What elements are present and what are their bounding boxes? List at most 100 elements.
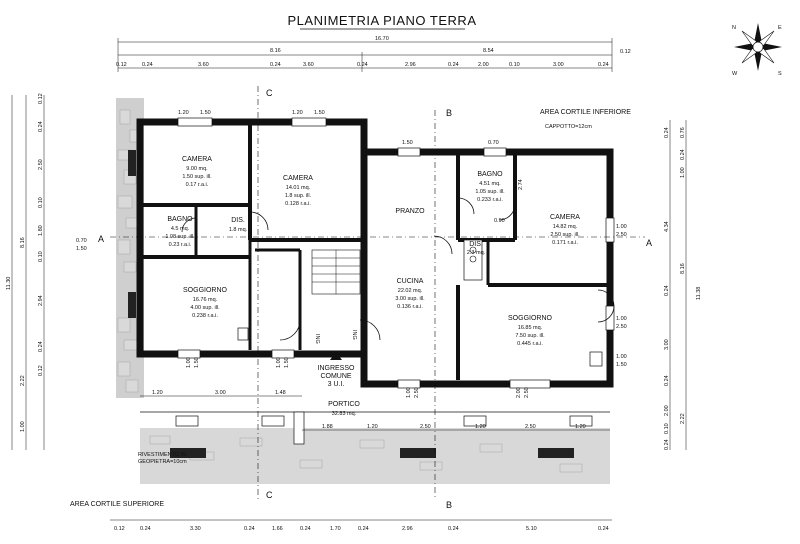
dim-portico2-5: 1.20 xyxy=(575,424,586,430)
room-name: DIS. xyxy=(469,241,483,248)
dim-win-20: 1.00 xyxy=(616,354,627,360)
dim-top-end: 0.12 xyxy=(620,49,631,55)
label-upper-courtyard: AREA CORTILE SUPERIORE xyxy=(70,501,164,508)
dim-bottom-6: 1.70 xyxy=(330,526,341,532)
dim-portico2-4: 2.50 xyxy=(525,424,536,430)
dim-top-2: 3.60 xyxy=(198,62,209,68)
label-cladding-2: GEOPIETRA=10cm xyxy=(138,459,187,465)
room-rai: 0.171 r.a.i. xyxy=(552,240,578,246)
entrance-line-1: INGRESSO xyxy=(318,365,356,372)
room-name: SOGGIORNO xyxy=(183,287,228,294)
dim-bottom-9: 0.24 xyxy=(448,526,459,532)
room-name: CAMERA xyxy=(550,214,580,221)
dim-left-3: 0.10 xyxy=(38,197,44,208)
room-area: 9.00 mq. xyxy=(186,166,208,172)
dim-win-21: 1.50 xyxy=(616,362,627,368)
dim-bottom-8: 2.96 xyxy=(402,526,413,532)
room-cucina: CUCINA 22.02 mq. 3.00 sup. ill. 0.136 r.… xyxy=(395,278,425,310)
section-c-top: C xyxy=(266,88,273,98)
dim-right-total-1: 11.38 xyxy=(696,287,702,300)
dim-portico2-1: 1.20 xyxy=(367,424,378,430)
label-cladding-1: RIVESTIMENTO IN xyxy=(138,452,186,458)
room-name: CAMERA xyxy=(182,156,212,163)
room-name: CUCINA xyxy=(397,278,424,285)
dim-win-13: 1.50 xyxy=(194,357,200,368)
door-label-ing-2: ING xyxy=(351,330,357,340)
dim-win-7: 2.50 xyxy=(616,232,627,238)
room-light: 3.00 sup. ill. xyxy=(395,296,425,302)
dim-win-12: 1.00 xyxy=(186,357,192,368)
dim-win-0: 1.20 xyxy=(178,110,189,116)
dim-right-3: 1.00 xyxy=(680,167,686,178)
dim-top-4: 3.60 xyxy=(303,62,314,68)
windows xyxy=(177,117,615,389)
dim-left-8: 0.12 xyxy=(38,365,44,376)
dim-win-6: 1.00 xyxy=(616,224,627,230)
room-area: 14.82 mq. xyxy=(553,224,578,230)
door-label-ing-1: ING xyxy=(314,334,320,344)
entrance-line-3: 3 U.I. xyxy=(328,381,345,388)
left-dimensions: 0.12 0.24 2.50 0.10 1.80 0.10 2.94 0.24 … xyxy=(6,93,45,450)
room-soggiorno-2: SOGGIORNO 16.85 mq. 7.50 sup. ill. 0.445… xyxy=(508,315,553,347)
dim-win-10: 0.90 xyxy=(494,218,505,224)
dim-bottom-7: 0.24 xyxy=(358,526,369,532)
dim-right-total-0: 8.16 xyxy=(680,263,686,274)
room-name: BAGNO xyxy=(167,216,193,223)
room-dis-1: DIS. 1.8 mq. xyxy=(229,217,248,233)
dim-bottom-3: 0.24 xyxy=(244,526,255,532)
dim-left-9: 2.22 xyxy=(20,375,26,386)
dim-right-8: 2.00 xyxy=(664,405,670,416)
dim-bottom-2: 3.30 xyxy=(190,526,201,532)
room-light: 1.8 sup. ill. xyxy=(285,193,312,199)
room-area: 14.01 mq. xyxy=(286,185,311,191)
room-area: 16.76 mq. xyxy=(193,297,218,303)
dim-win-18: 2.00 xyxy=(516,387,522,398)
dim-right-1: 0.76 xyxy=(680,127,686,138)
dim-left-4: 1.80 xyxy=(38,225,44,236)
dim-portico2-2: 2.50 xyxy=(420,424,431,430)
dim-win-17: 2.50 xyxy=(414,387,420,398)
dim-right-total-2: 2.22 xyxy=(680,413,686,424)
portico-dimensions: 1.20 3.00 1.48 1.88 1.20 2.50 1.20 2.50 … xyxy=(140,390,610,431)
plan-title: PLANIMETRIA PIANO TERRA xyxy=(288,13,477,28)
dim-left-0: 0.12 xyxy=(38,93,44,104)
room-name: PRANZO xyxy=(395,208,425,215)
room-rai: 0.445 r.a.i. xyxy=(517,341,543,347)
dim-win-23: 1.50 xyxy=(76,246,87,252)
dim-bottom-11: 0.24 xyxy=(598,526,609,532)
dim-left-1: 0.24 xyxy=(38,121,44,132)
dim-top-1: 0.24 xyxy=(142,62,153,68)
dim-bottom-10: 5.10 xyxy=(526,526,537,532)
kitchen-fixtures xyxy=(237,239,603,367)
dim-win-22: 0.70 xyxy=(76,238,87,244)
dim-win-5: 1.50 xyxy=(402,140,413,146)
dim-top-9: 0.10 xyxy=(509,62,520,68)
room-pranzo: PRANZO xyxy=(395,208,425,215)
room-name: CAMERA xyxy=(283,175,313,182)
compass-s: S xyxy=(778,71,782,77)
room-rai: 0.233 r.a.i. xyxy=(477,197,503,203)
bottom-dimensions: 0.12 0.24 3.30 0.24 1.66 0.24 1.70 0.24 … xyxy=(110,519,612,532)
dim-bottom-5: 0.24 xyxy=(300,526,311,532)
dim-right-6: 3.00 xyxy=(664,339,670,350)
compass-n: N xyxy=(732,25,736,31)
dim-top-right: 8.54 xyxy=(483,48,494,54)
compass-rose-icon: N E S W xyxy=(732,23,782,77)
dim-win-15: 1.50 xyxy=(284,357,290,368)
dim-top-6: 2.96 xyxy=(405,62,416,68)
section-b-bottom: B xyxy=(446,500,452,510)
dim-win-1: 1.50 xyxy=(200,110,211,116)
dim-left-total-0: 8.16 xyxy=(20,237,26,248)
room-light: 7.50 sup. ill. xyxy=(515,333,545,339)
dim-portico2-0: 1.88 xyxy=(322,424,333,430)
dim-left-7: 0.24 xyxy=(38,341,44,352)
dim-bottom-0: 0.12 xyxy=(114,526,125,532)
dim-top-3: 0.24 xyxy=(270,62,281,68)
room-area: 4.5 mq. xyxy=(171,226,190,232)
label-insulation: CAPPOTTO=12cm xyxy=(545,124,592,130)
entrance-arrow-icon xyxy=(330,352,342,360)
room-bagno-1: BAGNO 4.5 mq. 1.08 sup. ill. 0.23 r.a.i. xyxy=(165,216,195,248)
room-area: 1.8 mq. xyxy=(229,227,248,233)
dim-win-3: 1.50 xyxy=(314,110,325,116)
